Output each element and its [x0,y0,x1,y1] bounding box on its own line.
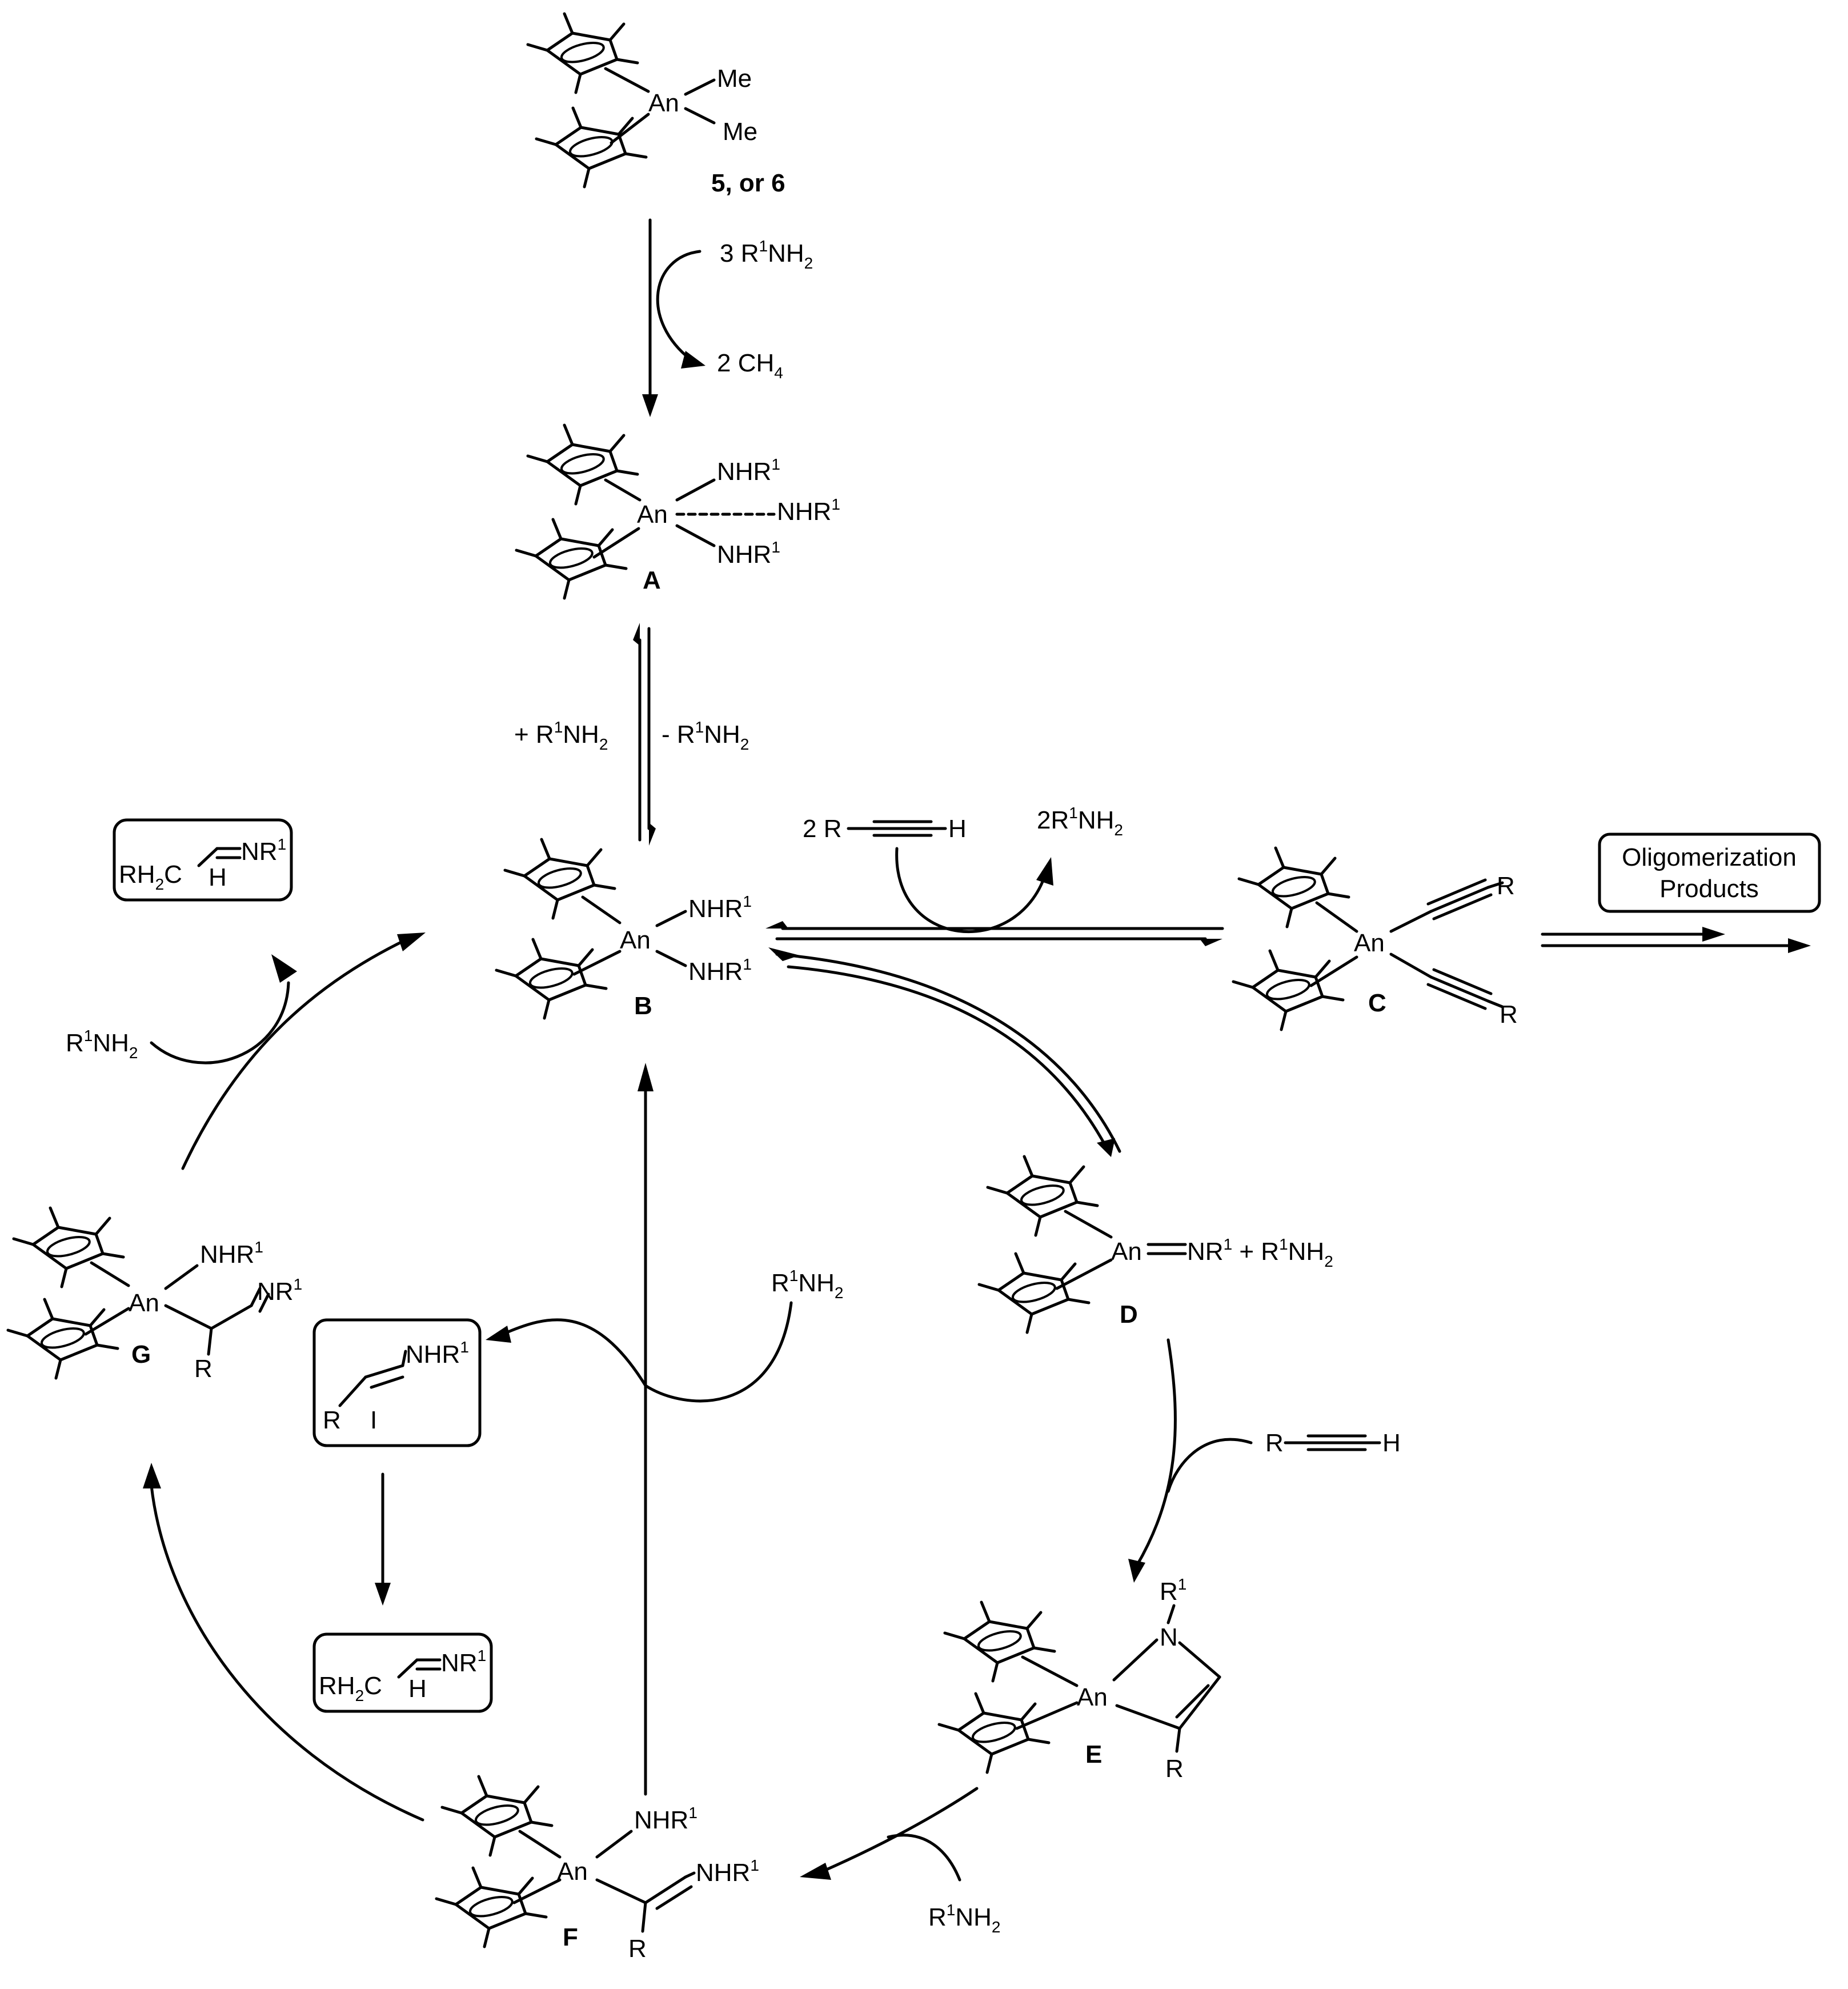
arrow-D-to-E: R H [1128,1338,1401,1583]
enamine-R: R [323,1406,341,1434]
amido-ligand-1: NHR1 [688,893,752,923]
step1-byproduct: 2 CH4 [717,349,783,382]
cp-ring-top [945,1602,1055,1681]
amido-ligand-2: NHR1 [777,495,840,526]
amido-ligand-3: NHR1 [717,538,780,569]
compound-G: An NHR1 NR1 R G [8,1208,302,1383]
compound-G-label: G [131,1340,151,1368]
compound-D: An NR1 + R1NH2 D [979,1156,1333,1332]
plus-amine-label: + R1NH2 [514,718,608,753]
arrow-F-to-B: R1NH2 [486,1063,844,1796]
equilibrium-B-C: 2 R H 2R1NH2 [765,804,1224,946]
compound-E-label: E [1085,1740,1102,1768]
alkyl-R: R [194,1355,213,1383]
amine-reagent: R1NH2 [928,1901,1001,1936]
arrow-F-to-G [143,1463,424,1822]
enamine-NHR: NHR1 [406,1338,469,1368]
compound-A: An NHR1 NHR1 NHR1 A [516,425,840,598]
alkyne-H: H [948,815,967,843]
compound-C: An R R C [1233,848,1518,1030]
N-substituent: R1 [1160,1575,1186,1606]
metal-label: An [1354,929,1385,957]
cp-ring-top [442,1776,552,1855]
alkyne-R: R [1265,1429,1284,1457]
metal-label: An [1077,1683,1108,1711]
imine-NR: NR1 [441,1647,486,1677]
ring-N: N [1160,1623,1178,1651]
equilibrium-A-B: + R1NH2 - R1NH2 [514,623,749,846]
metal-label: An [620,926,651,954]
imine-H: H [408,1675,427,1703]
alkyne-H: H [1382,1429,1401,1457]
cp-ring-top [528,14,638,93]
enamido-NHR: NHR1 [696,1856,759,1887]
imine-NR: NR1 [257,1275,302,1306]
amido-ligand: NHR1 [200,1238,263,1268]
arrow-start-to-A: 3 R1NH2 2 CH4 [642,218,813,417]
metal-label: An [648,89,679,117]
compound-C-label: C [1368,989,1386,1017]
amine-reagent: R1NH2 [771,1267,844,1302]
metal-label: An [637,501,668,529]
alkyne-reagent: 2 R [803,815,842,843]
enamine-label: I [370,1406,377,1434]
imido-ligand: NR1 + R1NH2 [1187,1235,1333,1270]
amido-ligand-2: NHR1 [688,955,752,986]
compound-E: An N R1 R E [939,1575,1221,1783]
imine-H: H [209,863,227,891]
cp-ring-bottom [979,1254,1089,1332]
compound-5-6-label: 5, or 6 [711,169,785,197]
imine-RH2C: RH2C [319,1672,382,1704]
amine-byproduct: 2R1NH2 [1037,804,1123,839]
compound-F: An NHR1 NHR1 R F [436,1776,759,1963]
oligomerization-line2: Products [1659,875,1759,903]
cp-ring-top [14,1208,123,1287]
step1-reagent: 3 R1NH2 [720,237,813,272]
methyl-label-b: Me [723,118,757,146]
cp-ring-bottom [516,519,626,598]
amine-reagent: R1NH2 [66,1027,138,1062]
alkynyl-R-bottom: R [1500,1000,1518,1028]
ring-R: R [1165,1755,1184,1783]
imine-RH2C: RH2C [119,861,182,893]
imine-product-box-lower: RH2C NR1 H [312,1632,493,1713]
cp-ring-bottom [496,939,606,1018]
cp-ring-top [988,1156,1097,1235]
cp-ring-bottom [8,1299,118,1378]
imine-NR: NR1 [241,835,286,866]
arrow-G-to-B: R1NH2 [66,933,426,1170]
cp-ring-bottom [939,1694,1049,1772]
cp-ring-bottom [1233,951,1343,1030]
amido-ligand-1: NHR1 [717,455,780,486]
oligomerization-products: Oligomerization Products [1541,833,1821,953]
arrow-E-to-F: R1NH2 [800,1787,1001,1936]
equilibrium-B-D [768,947,1121,1157]
start-complex: An Me Me 5, or 6 [528,14,785,197]
minus-amine-label: - R1NH2 [662,718,749,753]
compound-B-label: B [634,992,652,1020]
enamine-I-box: NHR1 R I [312,1318,482,1447]
metal-label: An [1111,1238,1142,1266]
cp-ring-top [528,425,638,504]
amido-ligand: NHR1 [634,1804,697,1834]
vinyl-R: R [628,1935,647,1963]
methyl-label-a: Me [717,65,752,93]
compound-D-label: D [1120,1300,1138,1328]
cp-ring-bottom [436,1868,546,1947]
metal-label: An [129,1289,159,1317]
metal-label: An [557,1858,588,1886]
cp-ring-bottom [536,108,646,187]
compound-F-label: F [563,1923,578,1951]
compound-A-label: A [643,566,661,594]
oligomerization-line1: Oligomerization [1622,843,1797,871]
alkynyl-R-top: R [1497,872,1515,900]
compound-B: An NHR1 NHR1 B [496,839,752,1020]
imine-product-box-upper: RH2C NR1 H [113,818,293,902]
